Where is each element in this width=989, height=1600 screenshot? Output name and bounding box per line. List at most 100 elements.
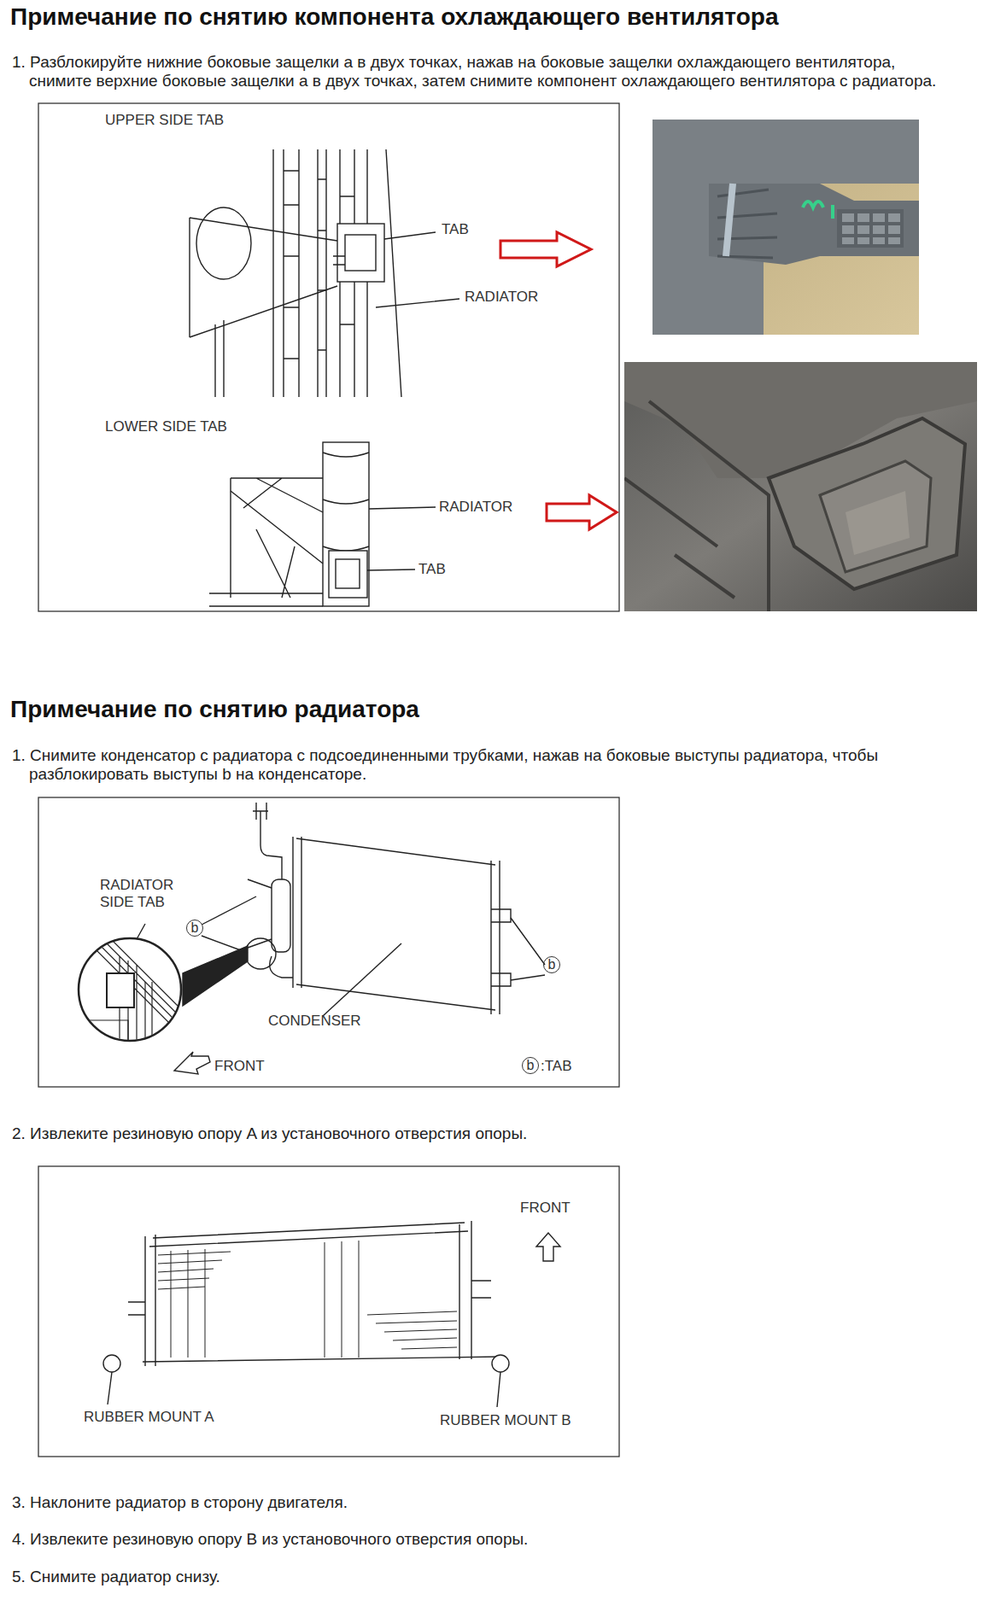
drawing-rect [888,225,901,235]
drawing-polygon [708,183,919,265]
photo [624,362,978,612]
part-label: RUBBER MOUNT B [439,1412,572,1430]
drawing-rect [335,559,360,589]
drawing-circle [78,938,182,1042]
figure-label: UPPER SIDE TAB [105,111,224,129]
drawing-path [317,179,327,351]
drawing-rect [271,879,291,953]
drawing-rect [842,213,855,223]
drawing-rect [345,234,376,271]
drawing-path [322,943,402,1017]
drawing-rect [624,362,978,612]
drawing-rect [38,1166,620,1458]
drawing-path [322,452,369,551]
drawing-path [252,802,282,880]
drawing-path [170,1240,359,1358]
drawing-rect [38,103,620,612]
drawing-path [292,836,500,1015]
drawing-path [326,149,402,398]
drawing-path [491,909,511,987]
drawing-path [510,918,545,981]
drawing-path [81,982,153,1051]
part-label: RADIATOR [438,498,513,516]
drawing-path [273,149,318,398]
drawing-path [128,1281,492,1316]
drawing-ellipse [196,207,252,280]
drawing-path [215,320,224,398]
part-label: CONDENSER [268,1012,362,1030]
drawing-rect [857,213,870,223]
lower-tab-sketch [209,442,436,607]
drawing-path [189,217,338,338]
drawing-polygon [546,495,617,530]
drawing-polygon [819,461,931,573]
drawing-circle [491,1355,510,1373]
drawing-rect [888,213,901,223]
drawing-polygon [845,491,910,556]
drawing-path [375,232,460,308]
drawing-path [145,1221,472,1367]
drawing-rect [38,797,620,1088]
photo [652,119,919,335]
drawing-path [367,507,436,571]
step-text: 1. Разблокируйте нижние боковые защелки … [11,52,952,91]
drawing-path [725,183,733,257]
drawing-rect [872,213,885,223]
part-label: RADIATOR [464,288,539,306]
drawing-rect [328,550,368,598]
drawing-rect [857,237,870,245]
drawing-polygon [652,119,919,335]
drawing-path [802,201,833,219]
drawing-polygon [174,1052,211,1075]
part-label: RUBBER MOUNT A [83,1409,215,1427]
drawing-path [230,478,295,598]
page-heading: Примечание по снятию компонента охлаждаю… [10,3,779,31]
direction-label: FRONT [214,1058,265,1076]
drawing-g [158,1240,457,1358]
drawing-rect [836,209,904,248]
drawing-rect [842,237,855,245]
drawing-rect [337,223,385,282]
drawing-rect [888,237,901,245]
drawing-polygon [182,946,248,1007]
drawing-path [624,401,769,612]
drawing-path [98,1029,107,1038]
drawing-path [85,939,180,1051]
step-text: 5. Снимите радиатор снизу. [11,1568,989,1587]
drawing-rect [106,973,135,1008]
drawing-g [842,213,901,245]
drawing-path [142,1223,501,1363]
section-heading: Примечание по снятию радиатора [10,696,420,724]
figure-label: LOWER SIDE TAB [105,418,228,436]
drawing-path [367,1311,457,1350]
drawing-rect [322,442,369,607]
step-text: 4. Извлеките резиновую опору B из устано… [11,1530,989,1550]
part-label: RADIATOR SIDE TAB [99,877,194,911]
radiator-sketch [103,1221,561,1408]
condenser-sketch [78,802,545,1075]
drawing-rect [842,225,855,235]
drawing-path [283,170,299,359]
part-label: TAB [418,561,446,579]
drawing-rect [857,225,870,235]
drawing-polygon [500,232,592,267]
drawing-path [209,478,323,607]
drawing-circle [103,1355,121,1373]
direction-label: FRONT [520,1199,571,1218]
drawing-path [107,1372,501,1408]
drawing-path [296,838,496,1011]
upper-tab-sketch [189,149,460,398]
drawing-path [158,1252,231,1290]
part-label: TAB [441,221,469,239]
red-arrow [500,232,617,530]
drawing-rect [872,225,885,235]
legend-text: :TAB [540,1058,573,1076]
drawing-g [81,939,180,1051]
drawing-path [247,879,293,978]
drawing-circle [245,938,276,970]
drawing-polygon [536,1233,561,1262]
drawing-rect [872,237,885,245]
drawing-path [333,256,346,265]
step-text: 3. Наклоните радиатор в сторону двигател… [11,1493,989,1513]
